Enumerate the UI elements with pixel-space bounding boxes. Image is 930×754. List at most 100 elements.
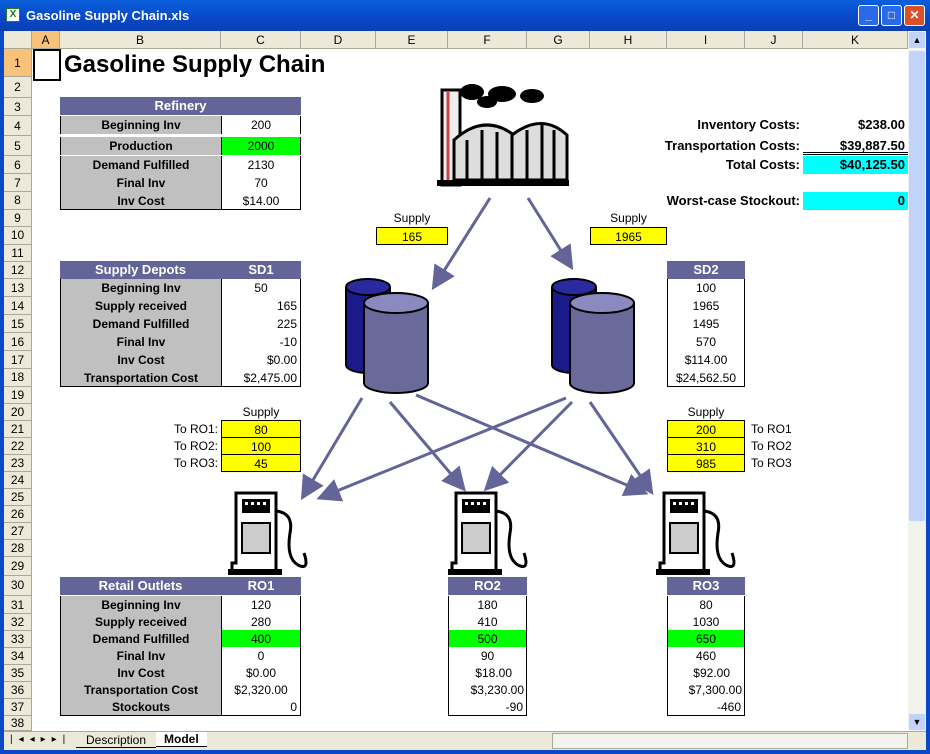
- horizontal-scrollbar[interactable]: [552, 733, 908, 749]
- sd2-route-label: To RO3: [751, 456, 792, 470]
- sd2-value: 100: [667, 279, 745, 297]
- maximize-button[interactable]: □: [881, 5, 902, 26]
- outlet-label: Inv Cost: [60, 664, 221, 682]
- supply-sd1-input[interactable]: 165: [376, 227, 448, 245]
- row-header-30[interactable]: 30: [4, 576, 32, 596]
- row-header-32[interactable]: 32: [4, 613, 32, 631]
- close-button[interactable]: ✕: [904, 5, 925, 26]
- row-header-28[interactable]: 28: [4, 539, 32, 557]
- row-header-22[interactable]: 22: [4, 437, 32, 455]
- row-header-29[interactable]: 29: [4, 557, 32, 576]
- cost-label: Worst-case Stockout:: [666, 193, 800, 208]
- row-header-8[interactable]: 8: [4, 192, 32, 210]
- sd1-value: 165: [221, 297, 301, 315]
- scroll-up-button[interactable]: ▲: [909, 32, 925, 48]
- row-header-23[interactable]: 23: [4, 454, 32, 472]
- row-header-1[interactable]: 1: [4, 49, 32, 77]
- tab-model[interactable]: Model: [156, 732, 207, 747]
- row-header-33[interactable]: 33: [4, 630, 32, 648]
- supply-label: Supply: [393, 211, 431, 225]
- row-header-35[interactable]: 35: [4, 664, 32, 682]
- column-header-I[interactable]: I: [667, 31, 745, 49]
- tab-scroll-buttons[interactable]: |◂◂▸▸|: [10, 734, 72, 745]
- row-header-38[interactable]: 38: [4, 715, 32, 731]
- cost-label: Inventory Costs:: [697, 117, 800, 132]
- scroll-down-button[interactable]: ▼: [909, 714, 925, 730]
- column-header-A[interactable]: A: [32, 31, 60, 49]
- refinery-value[interactable]: 2000: [221, 137, 301, 155]
- row-header-26[interactable]: 26: [4, 505, 32, 523]
- row-header-3[interactable]: 3: [4, 97, 32, 116]
- sd1-value: 225: [221, 315, 301, 333]
- cost-value: 0: [803, 192, 908, 210]
- row-header-17[interactable]: 17: [4, 351, 32, 369]
- row-header-24[interactable]: 24: [4, 471, 32, 489]
- row-header-11[interactable]: 11: [4, 244, 32, 262]
- outlet-label: Transportation Cost: [60, 681, 221, 699]
- refinery-icon: [437, 84, 569, 187]
- ro3-value: 80: [667, 596, 745, 614]
- active-cell-A1[interactable]: [33, 49, 61, 81]
- column-header-K[interactable]: K: [803, 31, 908, 49]
- ro3-value: $7,300.00: [667, 681, 745, 699]
- column-header-E[interactable]: E: [376, 31, 448, 49]
- row-header-7[interactable]: 7: [4, 174, 32, 192]
- row-header-16[interactable]: 16: [4, 333, 32, 351]
- sd2-route-input[interactable]: 200: [667, 420, 745, 438]
- row-header-37[interactable]: 37: [4, 698, 32, 716]
- column-header-G[interactable]: G: [527, 31, 590, 49]
- scroll-thumb[interactable]: [909, 51, 925, 521]
- column-header-B[interactable]: B: [60, 31, 221, 49]
- column-header-D[interactable]: D: [301, 31, 376, 49]
- row-header-2[interactable]: 2: [4, 77, 32, 98]
- ro3-header: RO3: [667, 577, 745, 595]
- row-header-12[interactable]: 12: [4, 261, 32, 279]
- ro1-value[interactable]: 400: [221, 630, 301, 648]
- row-header-31[interactable]: 31: [4, 595, 32, 614]
- column-header-J[interactable]: J: [745, 31, 803, 49]
- row-header-21[interactable]: 21: [4, 420, 32, 438]
- supply-sd2-input[interactable]: 1965: [590, 227, 667, 245]
- supply-label: Supply: [610, 211, 647, 225]
- row-header-36[interactable]: 36: [4, 681, 32, 699]
- ro1-value: 280: [221, 613, 301, 631]
- minimize-button[interactable]: _: [858, 5, 879, 26]
- ro2-value[interactable]: 500: [448, 630, 527, 648]
- arrow-sd2-ro3: [588, 401, 654, 495]
- sd2-route-input[interactable]: 310: [667, 437, 745, 455]
- ro3-value: $92.00: [667, 664, 745, 682]
- ro3-value: 460: [667, 647, 745, 665]
- row-header-20[interactable]: 20: [4, 403, 32, 421]
- column-header-C[interactable]: C: [221, 31, 301, 49]
- row-header-4[interactable]: 4: [4, 115, 32, 136]
- select-all-corner[interactable]: [4, 31, 32, 49]
- column-header-F[interactable]: F: [448, 31, 527, 49]
- row-header-14[interactable]: 14: [4, 297, 32, 315]
- ro1-value: 0: [221, 698, 301, 716]
- row-header-19[interactable]: 19: [4, 386, 32, 404]
- ro2-value: -90: [448, 698, 527, 716]
- row-header-9[interactable]: 9: [4, 209, 32, 227]
- row-header-34[interactable]: 34: [4, 647, 32, 665]
- row-header-6[interactable]: 6: [4, 155, 32, 174]
- row-header-10[interactable]: 10: [4, 227, 32, 245]
- cost-value: $39,887.50: [803, 137, 908, 155]
- row-header-25[interactable]: 25: [4, 488, 32, 506]
- row-header-15[interactable]: 15: [4, 315, 32, 333]
- vertical-scrollbar[interactable]: ▲ ▼: [908, 31, 926, 731]
- row-header-5[interactable]: 5: [4, 135, 32, 156]
- outlet-label: Beginning Inv: [60, 596, 221, 614]
- ro3-value[interactable]: 650: [667, 630, 745, 648]
- row-header-13[interactable]: 13: [4, 279, 32, 297]
- outlets-header: Retail Outlets: [60, 577, 221, 595]
- sd1-route-input[interactable]: 45: [221, 454, 301, 472]
- tab-description[interactable]: Description: [76, 733, 157, 748]
- refinery-value: $14.00: [221, 192, 301, 210]
- ro2-header: RO2: [448, 577, 527, 595]
- row-header-18[interactable]: 18: [4, 369, 32, 387]
- row-header-27[interactable]: 27: [4, 522, 32, 540]
- sd2-route-input[interactable]: 985: [667, 454, 745, 472]
- column-header-H[interactable]: H: [590, 31, 667, 49]
- depot-label: Demand Fulfilled: [60, 315, 221, 333]
